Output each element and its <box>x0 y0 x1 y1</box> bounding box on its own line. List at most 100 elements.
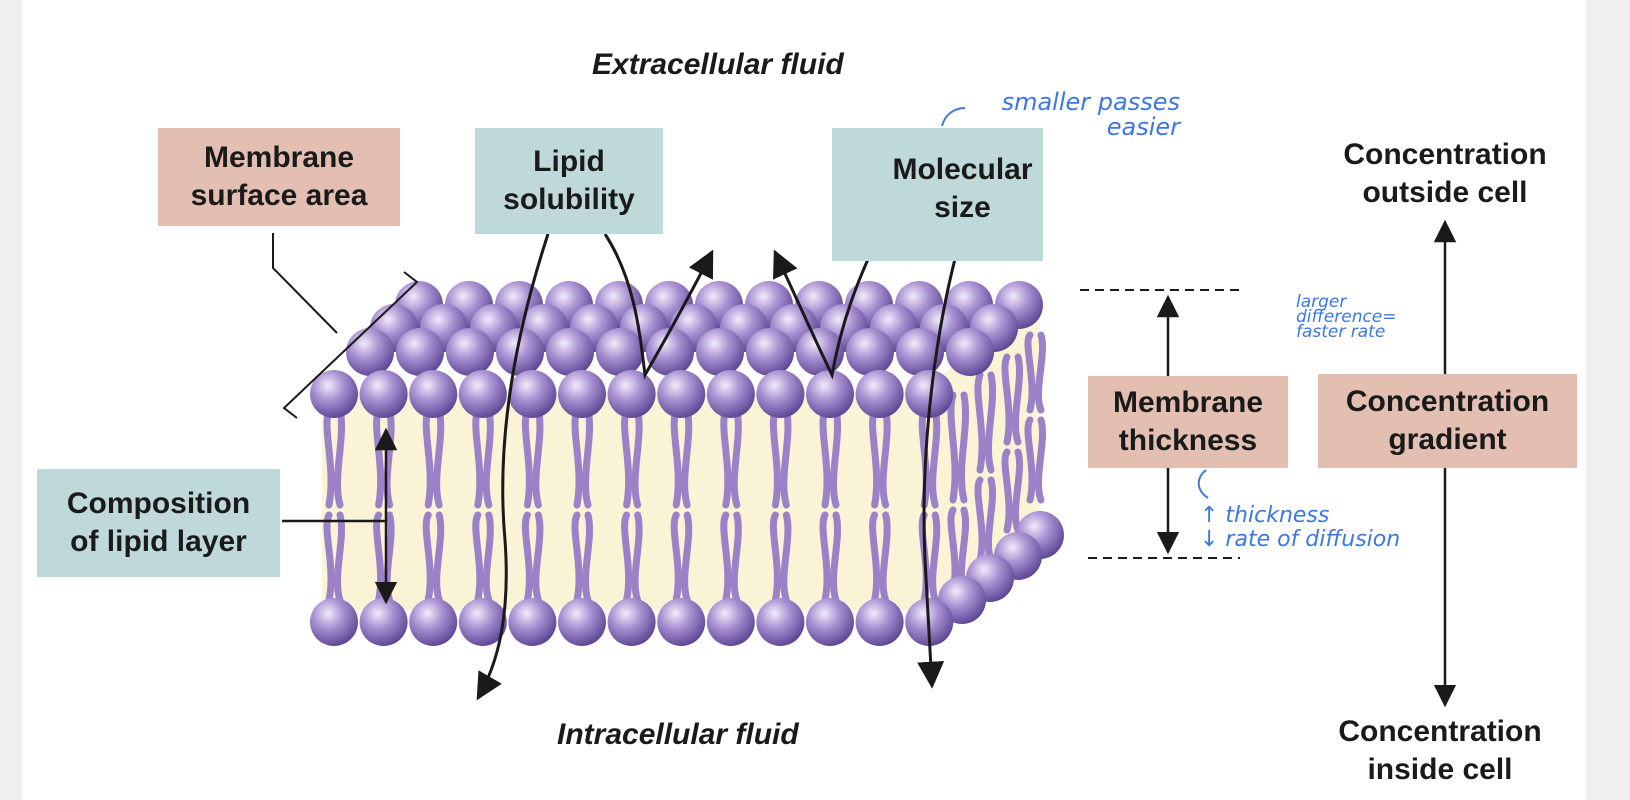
lipid-tail <box>422 406 434 509</box>
lipid-tail <box>869 406 881 509</box>
lipid-head <box>657 370 706 418</box>
lipid-head <box>607 370 656 418</box>
concentration-outside-label: Concentration outside cell <box>1343 138 1547 209</box>
lipid-head <box>607 598 656 646</box>
concentration-note: larger difference= faster rate <box>1296 292 1397 342</box>
lipid-tail <box>730 406 742 509</box>
lipid-head <box>706 598 755 646</box>
lipid-tail <box>769 406 781 509</box>
lipid-head <box>409 598 458 646</box>
lipid-head <box>855 598 904 646</box>
lipid-head <box>905 370 954 418</box>
concentration-inside-label: Concentration inside cell <box>1338 715 1542 786</box>
lipid-tail <box>582 511 594 604</box>
lipid-tail <box>482 511 494 604</box>
lipid-head <box>946 328 994 376</box>
lipid-tail <box>730 511 742 604</box>
lipid-head <box>310 370 358 418</box>
composition-of-lipid-layer-label: Composition of lipid layer <box>37 469 280 577</box>
thickness-note: ↑ thickness ↓ rate of diffusion <box>1200 503 1401 552</box>
lipid-solubility-label: Lipid solubility <box>475 128 663 234</box>
lipid-tail <box>1012 353 1024 446</box>
membrane-thickness-label: Membrane thickness <box>1088 376 1288 468</box>
lipid-tail <box>582 406 594 509</box>
lipid-tail <box>985 371 997 474</box>
lipid-head <box>546 328 594 376</box>
lipid-head <box>409 370 458 418</box>
lipid-soluble-crossing-path <box>476 233 550 701</box>
molecular-size-note: smaller passes easier <box>1001 88 1180 141</box>
lipid-tail <box>532 406 544 509</box>
lipid-tail <box>869 511 881 604</box>
lipid-tail <box>1001 353 1013 446</box>
lipid-head <box>657 598 706 646</box>
lipid-tail <box>334 406 346 509</box>
lipid-tail <box>373 406 385 509</box>
thickness-note-hook <box>1197 469 1209 499</box>
lipid-head <box>359 598 408 646</box>
lipid-tail <box>974 476 986 564</box>
lipid-head <box>746 328 794 376</box>
lipid-tail <box>532 511 544 604</box>
lipid-head <box>359 370 408 418</box>
lipid-tail <box>1034 331 1046 414</box>
lipid-tail <box>681 406 693 509</box>
lipid-tail <box>929 406 941 509</box>
lipid-head <box>706 370 755 418</box>
lipid-tail <box>482 406 494 509</box>
lipid-tail <box>323 511 335 604</box>
concentration-gradient-label: Concentration gradient <box>1318 374 1577 468</box>
lipid-tail <box>472 511 484 604</box>
lipid-tail <box>985 476 997 564</box>
lipid-head <box>508 598 557 646</box>
lipid-tail <box>571 406 583 509</box>
lipid-tail <box>383 406 395 509</box>
molecular-size-label: Molecular size <box>832 128 1043 261</box>
lipid-head <box>446 328 494 376</box>
lipid-tail <box>947 391 959 504</box>
extracellular-fluid-label: Extracellular fluid <box>592 48 844 81</box>
membrane-surface-area-label: Membrane surface area <box>158 128 400 226</box>
lipid-tail <box>1024 331 1036 414</box>
lipid-tail <box>830 406 842 509</box>
lipid-tail <box>670 406 682 509</box>
lipid-tail <box>720 511 732 604</box>
bilayer-interior <box>322 305 1040 610</box>
lipid-head <box>756 598 805 646</box>
lipid-bilayer <box>310 281 1064 646</box>
lipid-tail <box>631 511 643 604</box>
lipid-head <box>458 598 507 646</box>
lipid-tail <box>433 511 445 604</box>
lipid-tail <box>929 511 941 604</box>
lipid-tail <box>958 391 970 504</box>
lipid-tail <box>1001 448 1013 534</box>
lipid-head <box>346 328 394 376</box>
lipid-solubility-loop-left <box>603 233 714 380</box>
composition-indicator <box>282 427 398 605</box>
lipid-head <box>896 328 944 376</box>
lipid-tail <box>373 511 385 604</box>
lipid-tail <box>433 406 445 509</box>
lipid-tail <box>323 406 335 509</box>
lipid-heads <box>310 281 1064 646</box>
intracellular-fluid-label: Intracellular fluid <box>557 718 799 751</box>
lipid-head <box>396 328 444 376</box>
lipid-tail <box>1012 448 1024 534</box>
lipid-tail <box>631 406 643 509</box>
surface-area-bracket <box>272 233 419 419</box>
lipid-tail <box>769 511 781 604</box>
lipid-tail <box>819 406 831 509</box>
lipid-head <box>806 370 854 418</box>
lipid-head <box>508 370 557 418</box>
lipid-tail <box>472 406 484 509</box>
lipid-tail <box>670 511 682 604</box>
left-page-edge <box>0 0 22 800</box>
lipid-tail <box>383 511 395 604</box>
lipid-tail <box>720 406 732 509</box>
lipid-tail <box>681 511 693 604</box>
lipid-head <box>458 370 507 418</box>
lipid-solubility-loop-right <box>773 243 877 380</box>
lipid-head <box>596 328 644 376</box>
size-note-hook <box>941 107 966 127</box>
lipid-tail <box>879 406 891 509</box>
